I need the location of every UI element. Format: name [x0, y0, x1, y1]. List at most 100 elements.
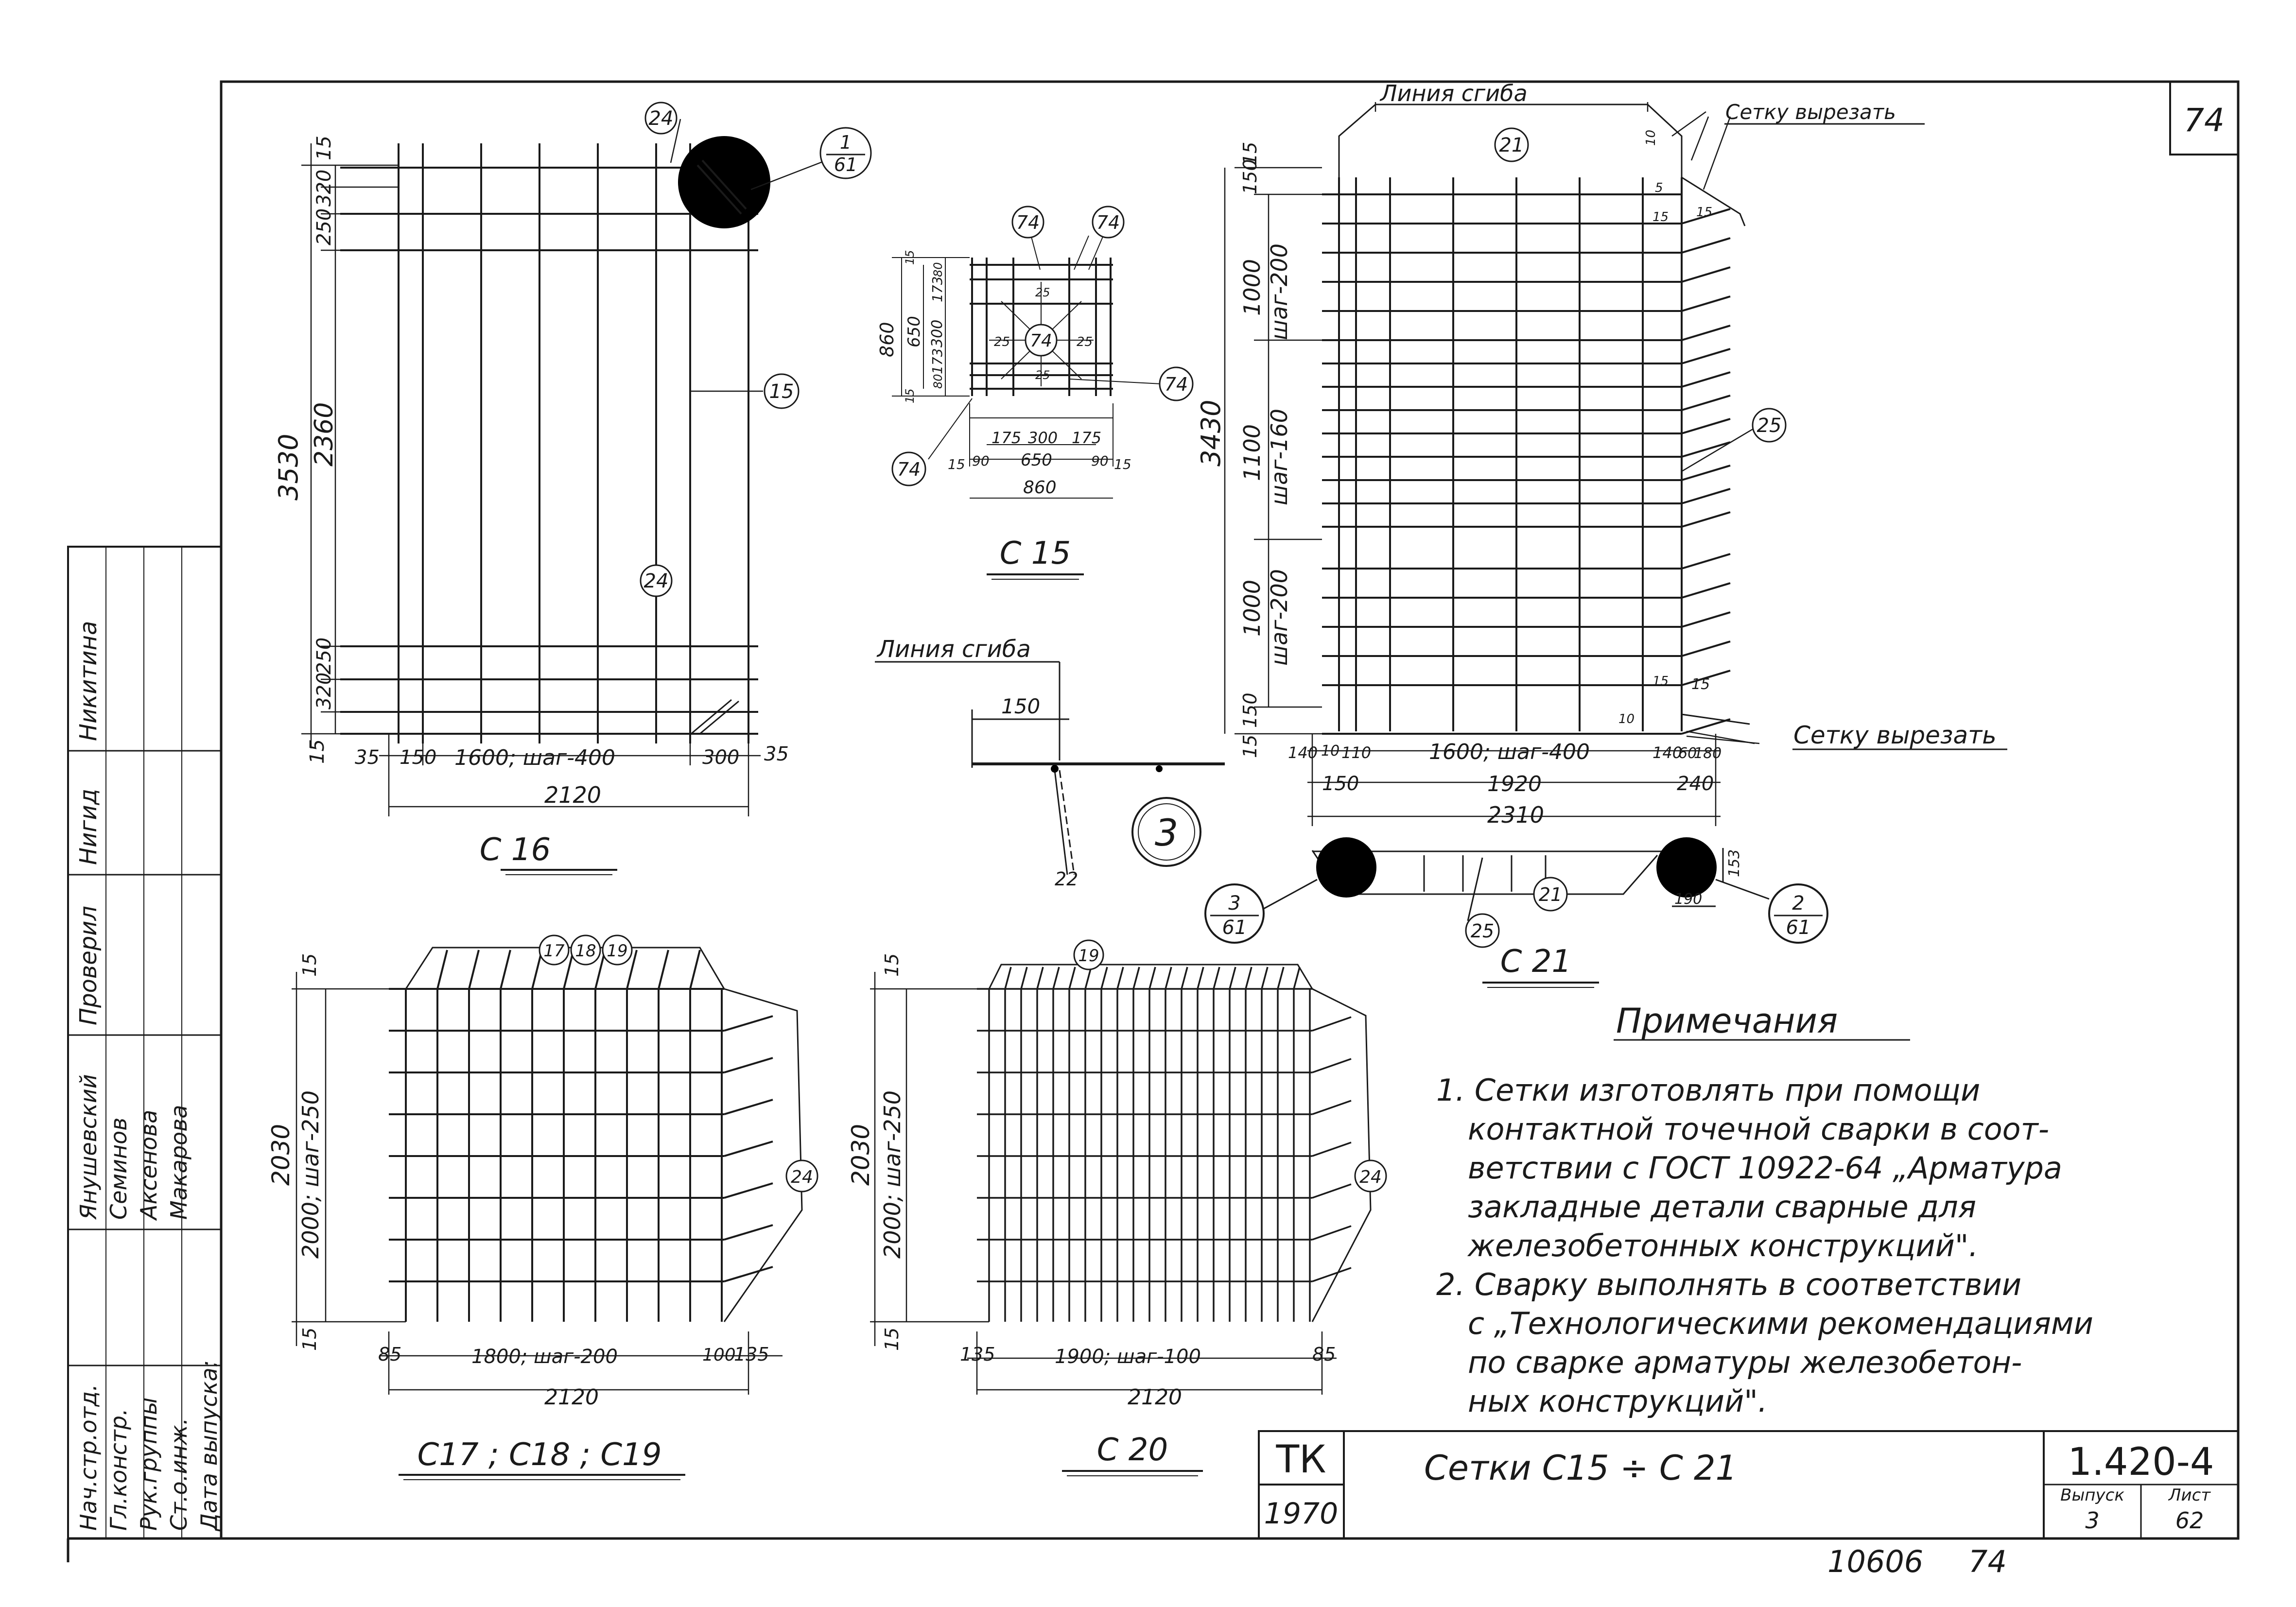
c20-bar-bent-top: [1261, 967, 1269, 989]
c15-dim-80-b: 80: [931, 374, 945, 389]
c21-dim-15-t: 15: [1239, 142, 1261, 165]
side-checked-label: Проверил: [75, 906, 102, 1025]
c21-dim-1100: 1100: [1239, 424, 1265, 481]
side-stamp: Нач.стр.отд. Гл.констр. Рук.группы Ст.о.…: [67, 546, 222, 1539]
side-checked-name-2: Никитина: [75, 621, 102, 741]
title-issue: 3: [2085, 1507, 2099, 1534]
title-sheet: 62: [2175, 1507, 2204, 1534]
c21-bar-cut-end: [1681, 348, 1731, 364]
c20-bar-bent-top: [1132, 967, 1140, 989]
svg-text:74: 74: [1165, 374, 1188, 395]
c20-dim-1900: 1900; шаг-100: [1055, 1346, 1201, 1368]
mesh-c21: Линия сгиба Сетку вырезать Сетку вырезат…: [1196, 80, 2007, 988]
svg-text:74: 74: [897, 459, 921, 480]
c20-dim-135: 135: [960, 1344, 995, 1365]
c21-right-dim-15-c: 15: [1652, 674, 1669, 689]
notes-line-8: по сварке арматуры железобетон-: [1468, 1345, 2022, 1380]
c15-dim-650-bottom: 650: [1021, 450, 1052, 470]
c21-dim-180: 180: [1694, 745, 1722, 762]
c20-bar-bent-top: [1197, 967, 1204, 989]
c20-bar-bent-end: [1312, 1267, 1352, 1282]
c21-dim-1600: 1600; шаг-400: [1429, 740, 1590, 764]
c20-bar-bent-top: [1068, 967, 1076, 989]
c21-width-2310: 2310: [1487, 802, 1544, 828]
c17-bar-bent-top: [436, 950, 448, 989]
c21-dim-140-l: 140: [1288, 743, 1318, 762]
c15-title: С 15: [1000, 536, 1071, 571]
c17-dim-135: 135: [734, 1344, 769, 1365]
c21-right-dim-10-bottom: 10: [1618, 712, 1635, 726]
bend-node-3: 3: [1131, 797, 1201, 867]
c17-bar-bent-end: [724, 1140, 773, 1157]
c21-step-160: шаг-160: [1266, 409, 1292, 505]
side-role-2: Гл.констр.: [105, 1408, 132, 1531]
c20-bar-bent-top: [1277, 967, 1285, 989]
c17-width-2120: 2120: [544, 1385, 599, 1410]
c21-detail-right: 2 61: [1768, 883, 1828, 944]
mesh-c15: 860 650 15 80 173 300 173 80 15 25 25 25…: [876, 206, 1194, 580]
svg-text:24: 24: [791, 1167, 813, 1187]
c21-grid: [1322, 177, 1731, 735]
archive-number: 10606: [1827, 1544, 1923, 1579]
c21-section-dim-190: 190: [1674, 891, 1702, 908]
bend-bar-22: 22: [1055, 868, 1078, 890]
c17-bar-bent-top: [500, 950, 511, 989]
c15-dim-860-left: 860: [876, 322, 898, 357]
c15-dim-90-r: 90: [1091, 453, 1109, 469]
c16-dim-250-bottom: 250: [313, 638, 335, 674]
c15-dim-300-b: 300: [1028, 429, 1058, 447]
notes-line-4: закладные детали сварные для: [1468, 1189, 1976, 1225]
c16-callout-15: 15: [764, 373, 800, 409]
c21-section-dim-153: 153: [1726, 849, 1743, 877]
svg-text:61: 61: [1222, 916, 1247, 939]
c20-bar-bent-end: [1312, 1058, 1352, 1073]
c16-height-3530: 3530: [273, 434, 304, 501]
c20-bar-bent-top: [1229, 967, 1236, 989]
svg-text:61: 61: [1786, 916, 1811, 939]
c20-bar-bent-end: [1312, 1141, 1352, 1157]
svg-text:18: 18: [575, 941, 596, 961]
c15-callout-74-left: 74: [891, 451, 926, 486]
c17-dimensions: [292, 972, 783, 1395]
c15-dim-15-t: 15: [903, 250, 917, 265]
svg-text:24: 24: [644, 570, 669, 592]
c21-title: С 21: [1500, 944, 1571, 980]
c21-dim-15-b: 15: [1239, 735, 1261, 758]
c21-height-3430: 3430: [1196, 400, 1226, 467]
c17-callout-17: 17: [539, 934, 570, 966]
c21-dim-150-bl: 150: [1322, 773, 1359, 795]
svg-text:61: 61: [834, 154, 857, 175]
svg-text:19: 19: [1078, 946, 1099, 966]
c17-grid: [389, 950, 773, 1322]
notes-line-2: контактной точечной сварки в соот-: [1468, 1111, 2049, 1147]
c16-grid: [340, 143, 758, 743]
notes-line-7: с „Технологическими рекомендациями: [1468, 1306, 2093, 1341]
svg-text:15: 15: [769, 380, 794, 403]
c15-inner-25-right: 25: [1077, 335, 1093, 349]
svg-text:74: 74: [1030, 331, 1052, 351]
c20-dimensions: [870, 972, 1337, 1395]
c20-dim-2000: 2000; шаг-250: [879, 1090, 905, 1259]
c21-bar-cut-end: [1681, 266, 1731, 283]
svg-text:17: 17: [543, 941, 565, 961]
c21-callout-25-side: 25: [1752, 408, 1787, 443]
c20-bar-bent-top: [1084, 967, 1092, 989]
c20-bar-bent-top: [1165, 967, 1172, 989]
c17-bar-bent-top: [626, 950, 638, 989]
title-org: ТК: [1275, 1438, 1326, 1482]
c20-dim-15-bottom: 15: [881, 1328, 903, 1351]
c20-height-2030: 2030: [847, 1124, 875, 1186]
c16-dim-320-bottom: 320: [313, 673, 335, 709]
c16-callout-24-bottom: 24: [640, 564, 673, 597]
c16-dim-15-top: 15: [313, 136, 335, 160]
svg-text:24: 24: [649, 107, 674, 130]
c21-bar-cut-end: [1681, 441, 1731, 458]
svg-text:2: 2: [1792, 892, 1804, 915]
side-role-1: Нач.стр.отд.: [75, 1384, 102, 1531]
c17-bar-bent-top: [658, 950, 669, 989]
c17-bar-bent-end: [724, 1182, 773, 1199]
c15-dim-300: 300: [929, 320, 946, 347]
c21-right-dim-5: 5: [1655, 181, 1663, 195]
c15-dim-175-r: 175: [1072, 429, 1101, 447]
c15-dim-15-bl: 15: [948, 456, 965, 472]
